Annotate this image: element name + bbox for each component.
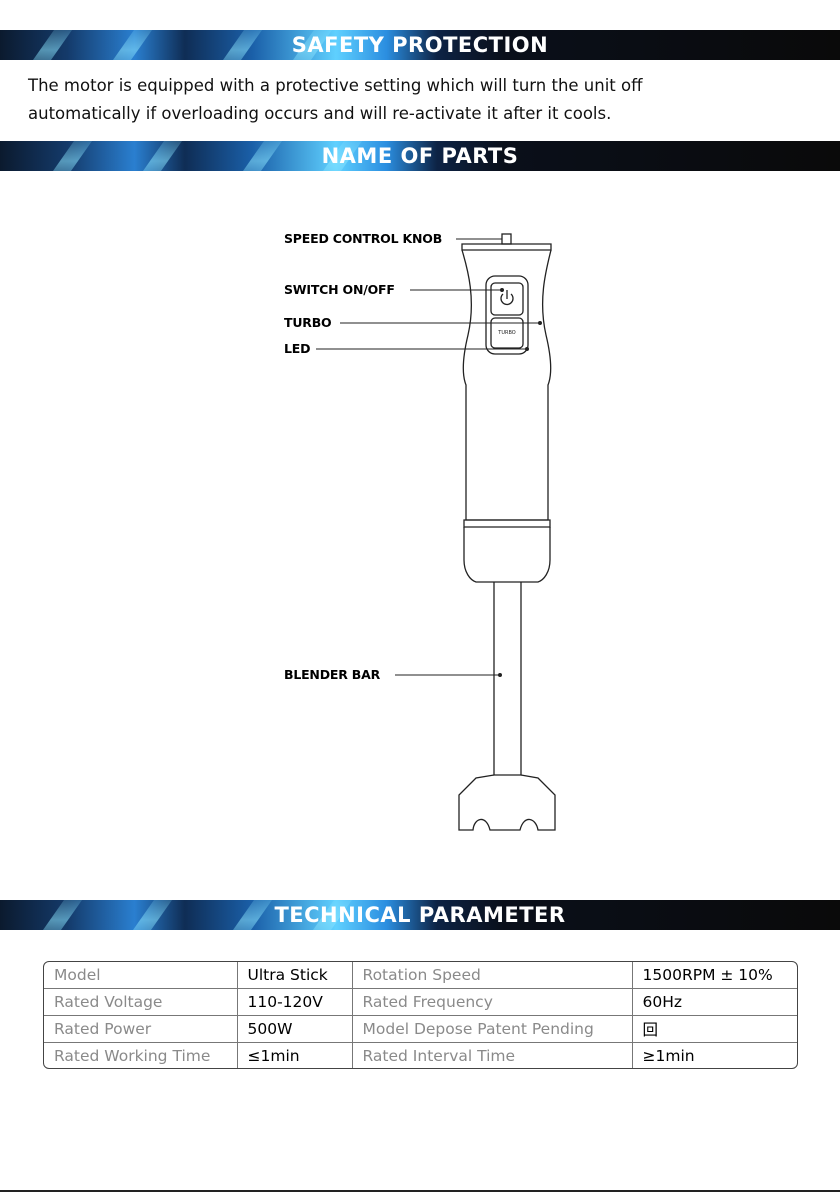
safety-line: automatically if overloading occurs and … [28,104,612,123]
power-icon [500,293,514,306]
spec-value: ≤1min [236,1042,353,1068]
spec-label: Rated Power [44,1015,238,1043]
safety-line: The motor is equipped with a protective … [28,76,643,95]
spec-value: Ultra Stick [236,962,353,989]
spec-value: 回 [631,1015,797,1043]
spec-value: 500W [236,1015,353,1043]
top-cap-shape [461,243,552,251]
section-banner-tech: TECHNICAL PARAMETER [0,900,840,930]
button-panel-shape [485,275,529,355]
spec-value: 110-120V [236,988,353,1016]
turbo-button-text: TURBO [497,330,516,336]
section-banner-safety: SAFETY PROTECTION [0,30,840,60]
section-title: SAFETY PROTECTION [291,33,549,57]
page-bottom-rule [0,1190,840,1192]
table-row: Rated Working Time ≤1min Rated Interval … [44,1042,797,1068]
table-row: Rated Power 500W Model Depose Patent Pen… [44,1015,797,1043]
spec-label: Model Depose Patent Pending [351,1015,633,1043]
blade-guard-shape [458,774,556,831]
spec-value: 1500RPM ± 10% [631,962,797,989]
spec-label: Rated Voltage [44,988,238,1016]
spec-label: Model [44,962,238,989]
spec-value: 60Hz [631,988,797,1016]
ring-shape [463,519,551,528]
spec-label: Rated Interval Time [351,1042,633,1068]
table-row: Rated Voltage 110-120V Rated Frequency 6… [44,988,797,1016]
label-led: LED [284,341,311,356]
table-row: Model Ultra Stick Rotation Speed 1500RPM… [44,962,797,989]
label-turbo: TURBO [284,315,332,330]
shaft-shape [493,582,522,776]
section-title: NAME OF PARTS [321,144,519,168]
section-title: TECHNICAL PARAMETER [274,903,566,927]
switch-button-shape [490,282,524,316]
label-blender-bar: BLENDER BAR [284,667,381,682]
speed-knob-shape [501,233,512,245]
section-banner-parts: NAME OF PARTS [0,141,840,171]
label-speed-control-knob: SPEED CONTROL KNOB [284,231,443,246]
hand-blender-diagram: TURBO [316,233,556,831]
spec-label: Rotation Speed [351,962,633,989]
spec-label: Rated Frequency [351,988,633,1016]
lower-body-shape [463,527,551,583]
spec-value: ≥1min [631,1042,797,1068]
label-switch-on-off: SWITCH ON/OFF [284,282,395,297]
safety-paragraph: The motor is equipped with a protective … [28,72,748,128]
turbo-button-shape [490,317,524,349]
technical-parameter-table: Model Ultra Stick Rotation Speed 1500RPM… [43,961,798,1069]
spec-label: Rated Working Time [44,1042,238,1068]
